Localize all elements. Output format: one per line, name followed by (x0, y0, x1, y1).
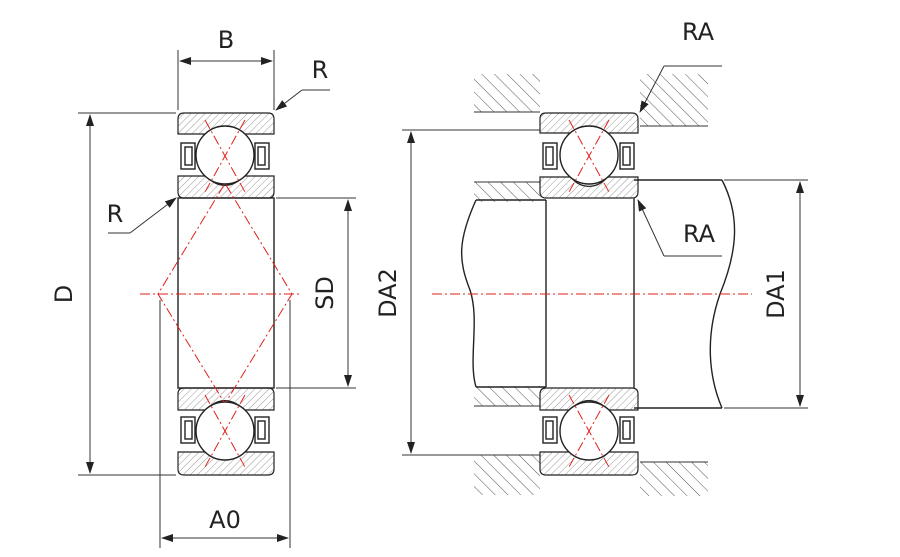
leader-r-left: R (107, 197, 177, 234)
shaft (461, 179, 736, 409)
left-bottom-cage-left-inner (184, 420, 193, 440)
dimension-d: D (50, 112, 176, 476)
left-bottom-cage-left (180, 416, 196, 444)
left-bottom-cage-right (254, 416, 270, 444)
left-top-cage-left-inner (184, 146, 193, 166)
right-top-inner-ring (539, 176, 639, 199)
left-bearing-view: B R R D SD (50, 26, 356, 548)
label-sd: SD (311, 276, 339, 310)
label-a0: A0 (209, 506, 241, 534)
housing-top-right-hatch (640, 74, 708, 126)
left-bore-outline (177, 197, 275, 389)
leader-r-top: R (275, 56, 330, 111)
dimension-da2: DA2 (374, 129, 474, 456)
leader-ra-right: RA (637, 199, 722, 257)
label-r-top: R (312, 56, 329, 84)
left-top-cage-right (254, 142, 270, 170)
dimension-b: B (177, 26, 275, 110)
leader-ra-top: RA (639, 18, 722, 113)
shaft-top-hatch (474, 182, 540, 202)
left-bottom-cage-right-inner (257, 420, 266, 440)
housing-top-left-hatch (474, 74, 540, 112)
left-top-inner-ring (177, 175, 275, 199)
label-da2: DA2 (374, 268, 402, 318)
label-b: B (218, 26, 234, 54)
dimension-sd: SD (276, 197, 356, 389)
housing-bottom-right-hatch (640, 462, 708, 496)
dimension-a0: A0 (159, 300, 291, 548)
shaft-bottom-hatch (474, 386, 540, 406)
right-mounting-view: RA RA DA2 DA1 (374, 18, 808, 496)
label-da1: DA1 (762, 269, 790, 319)
shaft-left-break (461, 199, 477, 388)
right-bottom-inner-ring (539, 387, 639, 411)
right-contact-lines (432, 119, 752, 468)
left-top-cage-left (180, 142, 196, 170)
left-contact-lines (140, 119, 300, 468)
label-ra-top: RA (682, 18, 715, 46)
dimension-da1: DA1 (724, 179, 808, 409)
left-top-bearing-section (177, 112, 275, 199)
housing-bottom-left-hatch (474, 455, 540, 495)
label-d: D (50, 285, 78, 303)
label-ra-right: RA (683, 220, 716, 248)
left-top-cage-right-inner (257, 146, 266, 166)
label-r-left: R (107, 200, 124, 228)
